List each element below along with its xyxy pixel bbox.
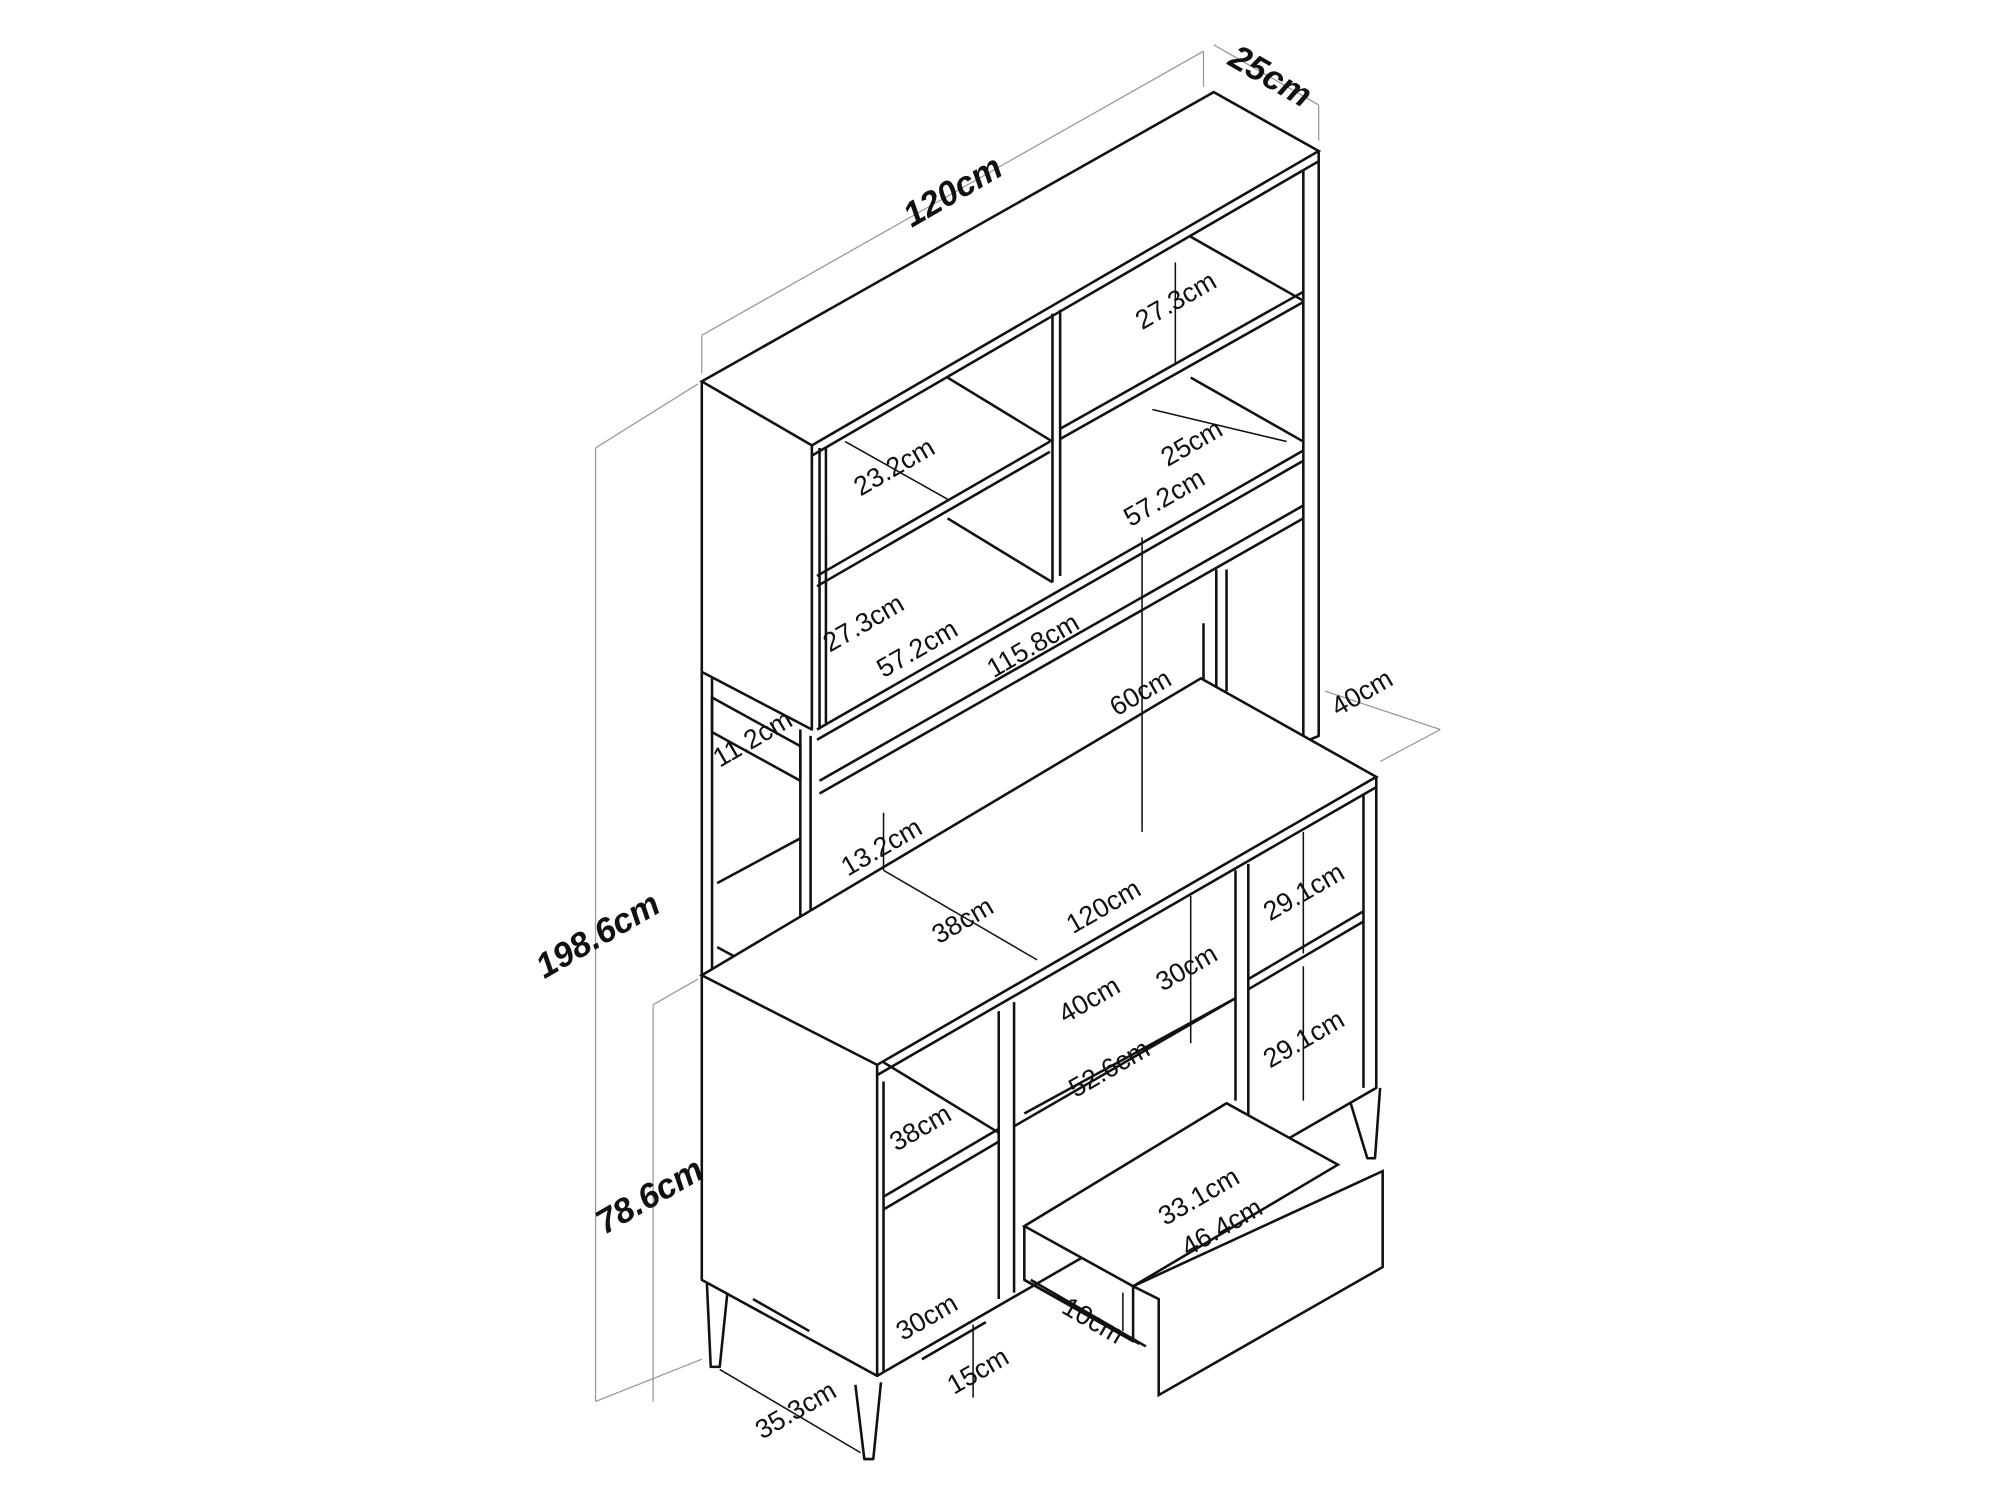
label: 38cm xyxy=(884,1098,956,1157)
total-height-label: 198.6cm xyxy=(529,885,666,986)
label: 30cm xyxy=(891,1288,963,1347)
label: 15cm xyxy=(942,1341,1014,1400)
label: 10cm xyxy=(1057,1291,1129,1350)
label: 23.2cm xyxy=(848,432,939,502)
label: 35.3cm xyxy=(750,1375,841,1445)
label: 52.6cm xyxy=(1064,1033,1155,1103)
lower-height-label: 78.6cm xyxy=(590,1151,710,1242)
label: 40cm xyxy=(1326,663,1398,722)
dimension-lines xyxy=(594,44,1441,1454)
label: 40cm xyxy=(1053,970,1125,1029)
cabinet-outline xyxy=(699,90,1384,1461)
label: 30cm xyxy=(1151,938,1223,997)
label: 11.2cm xyxy=(708,704,798,773)
